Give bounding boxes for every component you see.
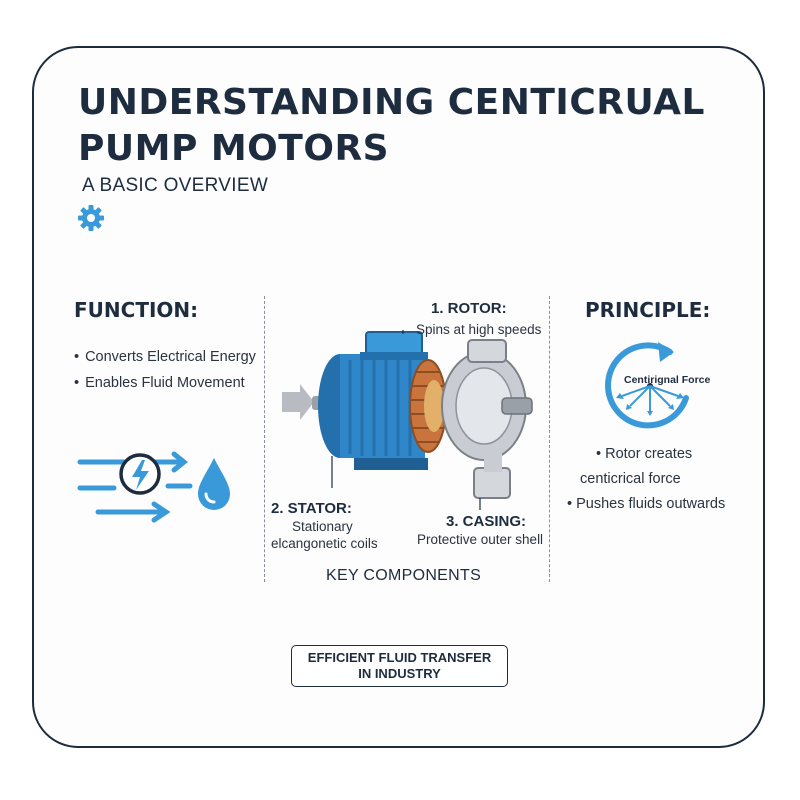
footer-line-1: EFFICIENT FLUID TRANSFER bbox=[307, 650, 492, 665]
stator-description-line-1: Stationary bbox=[292, 519, 353, 534]
function-bullet: Converts Electrical Energy bbox=[74, 344, 256, 370]
key-components-caption: KEY COMPONENTS bbox=[326, 567, 482, 584]
page-title: UNDERSTANDING CENTICRUAL PUMP MOTORS bbox=[78, 80, 768, 172]
function-heading: FUNCTION: bbox=[74, 298, 199, 322]
principle-bullet-continuation: centicrical force bbox=[580, 471, 681, 487]
centrifugal-force-icon bbox=[605, 342, 689, 429]
function-bullet: Enables Fluid Movement bbox=[74, 370, 256, 396]
principle-bullet: • Pushes fluids outwards bbox=[567, 496, 726, 512]
principle-bullet: • Rotor creates bbox=[596, 446, 693, 462]
rotor-label: 1. ROTOR: bbox=[431, 300, 507, 317]
function-bullets: Converts Electrical Energy Enables Fluid… bbox=[74, 344, 256, 396]
title-line-1: UNDERSTANDING CENTICRUAL bbox=[78, 82, 705, 123]
principle-heading: PRINCIPLE: bbox=[585, 298, 711, 322]
rotor-description: Spins at high speeds bbox=[416, 322, 542, 337]
column-divider bbox=[264, 296, 265, 582]
subtitle: A BASIC OVERVIEW bbox=[82, 175, 269, 196]
stator-label: 2. STATOR: bbox=[271, 500, 352, 517]
column-divider bbox=[549, 296, 550, 582]
casing-description: Protective outer shell bbox=[417, 532, 544, 547]
centrifugal-force-label: Centirignal Force bbox=[624, 374, 711, 386]
pump-motor-illustration bbox=[282, 330, 533, 510]
title-line-2: PUMP MOTORS bbox=[78, 128, 390, 169]
energy-flow-icon bbox=[77, 451, 230, 523]
footer-line-2: IN INDUSTRY bbox=[358, 666, 441, 681]
gear-icon bbox=[78, 205, 104, 231]
casing-label: 3. CASING: bbox=[446, 513, 527, 530]
principle-bullets: • Rotor creates bbox=[596, 442, 692, 467]
stator-description-line-2: elcangonetic coils bbox=[271, 536, 378, 551]
footer-banner: EFFICIENT FLUID TRANSFER IN INDUSTRY bbox=[291, 645, 508, 687]
